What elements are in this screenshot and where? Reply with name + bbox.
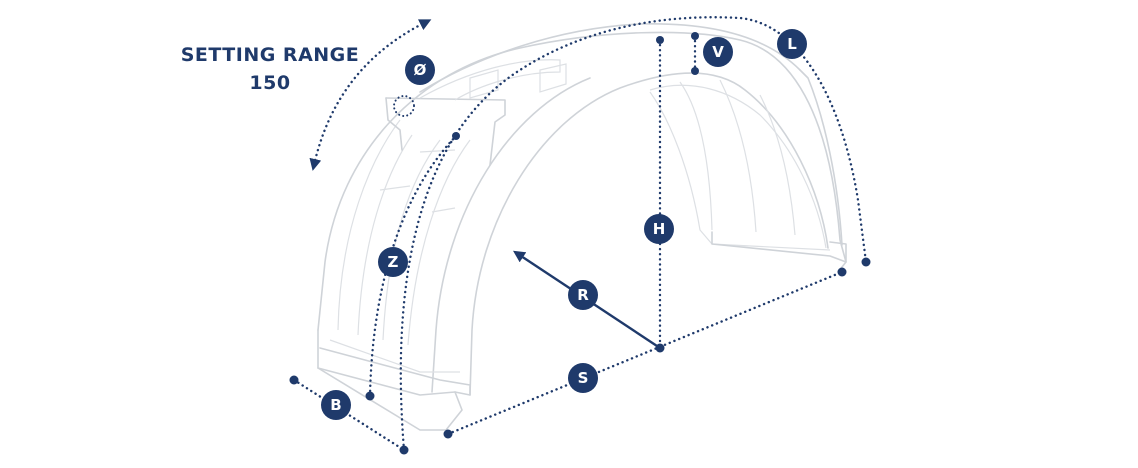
endpoint-dot — [837, 267, 847, 277]
badge-V: V — [703, 37, 733, 67]
badge-diameter: Ø — [405, 55, 435, 85]
setting-range-arrow — [309, 19, 432, 171]
dimension-line-S — [446, 270, 844, 436]
badge-V-label: V — [712, 43, 724, 61]
badge-S-label: S — [578, 369, 589, 387]
badge-S: S — [568, 363, 598, 393]
setting-range-value: 150 — [249, 72, 291, 94]
endpoint-dot — [443, 429, 453, 439]
endpoint-dot — [452, 132, 460, 140]
dimension-line-B — [292, 378, 406, 452]
badge-Z-label: Z — [388, 253, 399, 271]
badge-B-label: B — [330, 396, 341, 414]
endpoint-dot — [289, 375, 299, 385]
endpoint-dot — [691, 32, 699, 40]
mudguard-outline — [317, 23, 847, 431]
badge-R: R — [568, 280, 598, 310]
endpoint-dot — [656, 36, 664, 44]
badge-B: B — [321, 390, 351, 420]
diameter-marker-circle — [393, 95, 415, 117]
endpoint-dot — [655, 343, 665, 353]
endpoint-dot — [691, 67, 699, 75]
badge-H: H — [644, 214, 674, 244]
endpoint-dot — [399, 445, 409, 455]
dimension-line-L — [399, 16, 868, 452]
endpoint-dot — [365, 391, 375, 401]
badge-L-label: L — [787, 35, 797, 53]
badge-R-label: R — [577, 286, 589, 304]
dimension-endpoints — [289, 32, 871, 455]
badge-Z: Z — [378, 247, 408, 277]
endpoint-dot — [861, 257, 871, 267]
badge-L: L — [777, 29, 807, 59]
badge-diameter-label: Ø — [414, 61, 427, 79]
badge-H-label: H — [653, 220, 666, 238]
